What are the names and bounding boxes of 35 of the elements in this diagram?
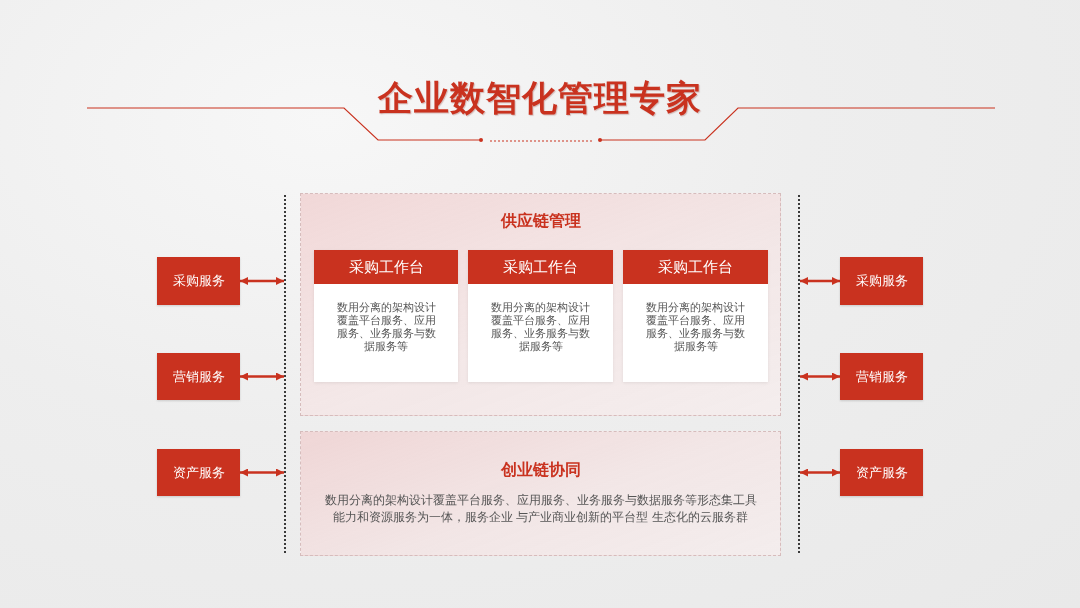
dotted-divider-line	[284, 195, 286, 553]
feature-card	[314, 250, 458, 382]
section-description: 数用分离的架构设计覆盖平台服务、应用服务、业务服务与数据服务等形态集工具能力和资源服务为一体，服务企业 与产业商业创新的平台型 生态化的云服务群	[323, 492, 758, 526]
section-panel	[300, 431, 781, 556]
card-header: 采购工作台	[314, 250, 458, 284]
card-description: 数用分离的架构设计覆盖平台服务、应用服务、业务服务与数据服务等	[336, 301, 436, 353]
card-description: 数用分离的架构设计覆盖平台服务、应用服务、业务服务与数据服务等	[645, 301, 746, 353]
double-arrow	[800, 372, 840, 381]
section-title: 创业链协同	[500, 460, 581, 480]
double-arrow	[240, 277, 284, 285]
service-block	[157, 257, 240, 305]
service-block	[840, 257, 923, 305]
service-label: 资产服务	[172, 464, 225, 481]
double-arrow	[800, 468, 840, 477]
section-panel	[300, 193, 781, 416]
feature-card	[623, 250, 768, 382]
section-title: 供应链管理	[500, 211, 581, 231]
service-label: 营销服务	[172, 368, 225, 385]
page-title: 企业数智化管理专家	[378, 77, 702, 120]
card-description: 数用分离的架构设计覆盖平台服务、应用服务、业务服务与数据服务等	[490, 301, 591, 353]
card-header: 采购工作台	[468, 250, 613, 284]
dotted-divider-line	[798, 195, 800, 553]
card-header: 采购工作台	[623, 250, 768, 284]
service-block	[157, 449, 240, 496]
service-label: 营销服务	[855, 368, 908, 385]
double-arrow	[800, 277, 840, 285]
service-block	[157, 353, 240, 400]
service-label: 采购服务	[172, 273, 225, 289]
service-label: 采购服务	[855, 273, 908, 289]
service-block	[840, 353, 923, 400]
service-block	[840, 449, 923, 496]
double-arrow	[240, 372, 284, 381]
service-label: 资产服务	[855, 464, 908, 481]
feature-card	[468, 250, 613, 382]
double-arrow	[240, 468, 284, 477]
